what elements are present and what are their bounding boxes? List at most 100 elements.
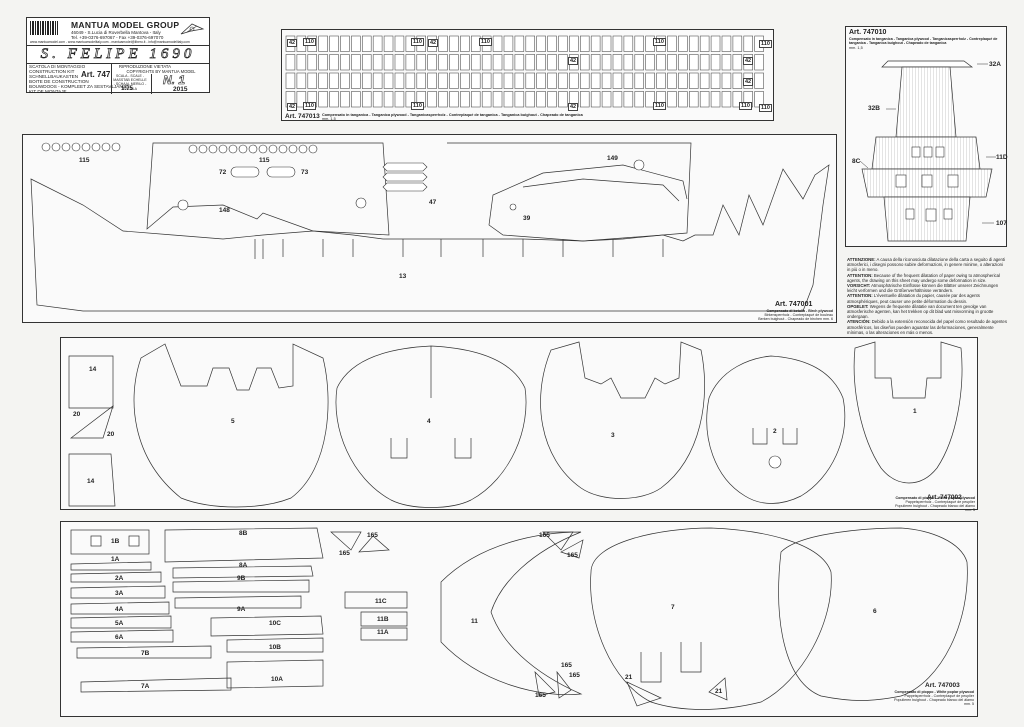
strip-cell (678, 54, 688, 71)
strip-cell (645, 72, 655, 89)
strip-cell (721, 35, 732, 52)
strip-cell (460, 54, 470, 71)
strip-cell (405, 91, 416, 108)
part-label: 2A (115, 575, 124, 582)
strip-cell (492, 35, 503, 52)
strip-cell (525, 54, 536, 71)
strip-cell (351, 72, 361, 89)
part-label: 21 (715, 688, 723, 695)
strip-cell (471, 54, 481, 71)
strip-art-number: Art. 747013 (285, 113, 320, 120)
part-label: 1 (913, 408, 917, 415)
strip-label: 110 (759, 104, 772, 112)
strip-cell (547, 54, 557, 71)
strip-cell (710, 54, 721, 71)
stern-art-number: Art. 747010 (849, 29, 887, 36)
part-label: 165 (367, 532, 378, 539)
part-label: 165 (339, 550, 350, 557)
strip-cell (329, 91, 339, 108)
strip-cell (699, 35, 710, 52)
strip-cell (579, 54, 590, 71)
frames-row-1 (68, 341, 963, 508)
copyright-1: RIPRODUZIONE VIETATA (118, 64, 172, 69)
stern-panel: Art. 747010 Compensato in tanganica - Ta… (845, 26, 1008, 247)
strip-cell (460, 91, 470, 108)
part-label: 3A (115, 590, 124, 597)
strip-cell (536, 54, 546, 71)
strip-label: 110 (759, 40, 772, 48)
strip-cell (405, 54, 416, 71)
strip-cell (732, 54, 743, 71)
part-label: 5A (115, 620, 124, 627)
strip-cell (590, 72, 601, 89)
strip-cell (514, 91, 525, 108)
part-label: 149 (607, 155, 618, 162)
part-label: 148 (219, 207, 230, 214)
copyright-2: COPYRIGHTS BY MANTUA MODEL (126, 69, 196, 74)
strip-cell (492, 72, 503, 89)
strip-cell (612, 54, 623, 71)
part-label: 165 (567, 552, 578, 559)
strip-cell (558, 91, 568, 108)
strip-cell (590, 91, 601, 108)
strip-cell (754, 72, 764, 89)
part-label: 21 (625, 674, 633, 681)
strip-cell (667, 91, 677, 108)
company-contacts: Tel. +39-0376-697067 - Fax +39-0376-6970… (71, 35, 164, 40)
strip-cell (362, 35, 372, 52)
part-label: 32A (989, 61, 1001, 68)
strip-cell (569, 72, 579, 89)
strip-cell (678, 91, 688, 108)
strip-cell (438, 35, 448, 52)
part-label: 7B (141, 650, 150, 657)
strip-cell (372, 72, 383, 89)
part-label: 6 (873, 608, 877, 615)
strip-cell (471, 91, 481, 108)
strip-cell (590, 35, 601, 52)
strip-label: 42 (287, 39, 298, 47)
strip-cell (601, 35, 612, 52)
strip-cell (383, 72, 394, 89)
strip-grid (285, 35, 764, 108)
strip-cell (623, 72, 634, 89)
strip-cell (394, 54, 405, 71)
strip-cell (667, 72, 677, 89)
strip-thickness: mm. 1,5 (322, 117, 336, 121)
birch-desc-2: Birkensperrholz - Contreplaqué de boulea… (764, 313, 833, 317)
strip-cell (634, 54, 644, 71)
strip-cell (514, 54, 525, 71)
strip-cell (656, 72, 666, 89)
strip-cell (351, 91, 361, 108)
strip-cell (340, 35, 350, 52)
strip-label: 42 (568, 57, 579, 65)
strip-cell (285, 54, 296, 71)
part-label: 115 (79, 157, 90, 164)
strip-cell (449, 35, 459, 52)
part-label: 7A (141, 683, 150, 690)
barcode (30, 21, 58, 35)
strip-cell (721, 72, 732, 89)
strip-cell (710, 72, 721, 89)
part-label: 4 (427, 418, 431, 425)
stern-thickness: mm. 1,5 (849, 46, 863, 50)
frames-row-2 (70, 527, 968, 710)
strip-label: 110 (303, 38, 316, 46)
strip-label: 42 (287, 103, 298, 111)
strip-cell (678, 72, 688, 89)
strip-label: 42 (743, 57, 754, 65)
poplar2-art-number: Art. 747003 (925, 682, 960, 689)
strip-cell (634, 91, 644, 108)
strip-cell (427, 54, 437, 71)
strip-cell (623, 91, 634, 108)
sheet-number: N. 1 (163, 73, 186, 88)
strip-cell (579, 91, 590, 108)
strip-cell (688, 35, 699, 52)
strip-cell (383, 91, 394, 108)
part-label: 11 (471, 618, 478, 625)
strip-label: 110 (411, 102, 424, 110)
strip-cell (699, 54, 710, 71)
year: 2015 (173, 86, 188, 93)
part-label: 9A (237, 606, 246, 613)
strip-cell (612, 35, 623, 52)
strip-cell (405, 72, 416, 89)
